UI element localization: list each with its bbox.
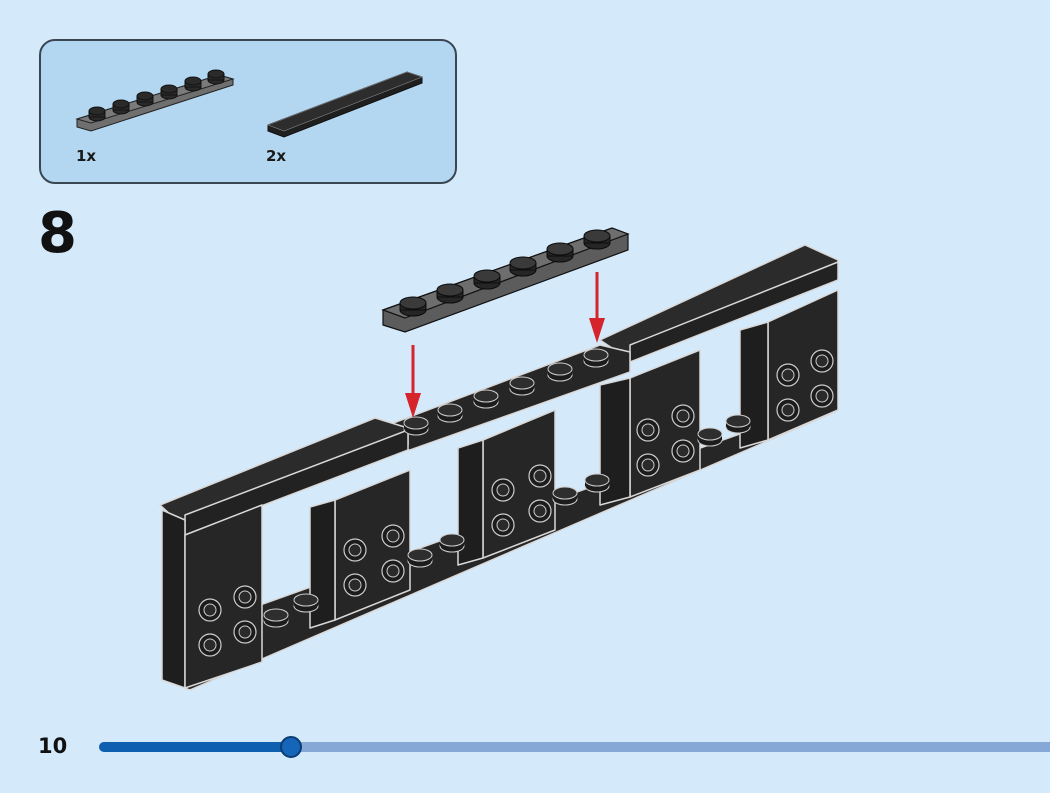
wall-assembly [159, 244, 839, 691]
step-number: 8 [38, 201, 77, 266]
plate-1x6-icon [75, 69, 235, 132]
page-number: 10 [38, 734, 68, 758]
progress-knob[interactable] [280, 736, 302, 758]
progress-track[interactable] [99, 736, 1050, 758]
new-plate-1x6 [381, 227, 630, 333]
tile-1x6-icon [267, 71, 423, 138]
parts-list-callout: 1x 2x [39, 39, 457, 184]
arrow-down-icon [405, 345, 421, 418]
placement-arrows [405, 272, 605, 418]
progress-fill [99, 742, 291, 752]
top-studs [263, 348, 751, 628]
arrow-down-icon [589, 272, 605, 343]
side-studs [198, 349, 834, 657]
parts-illustration [75, 69, 423, 138]
plate-quantity: 1x [76, 147, 97, 165]
tile-quantity: 2x [266, 147, 287, 165]
